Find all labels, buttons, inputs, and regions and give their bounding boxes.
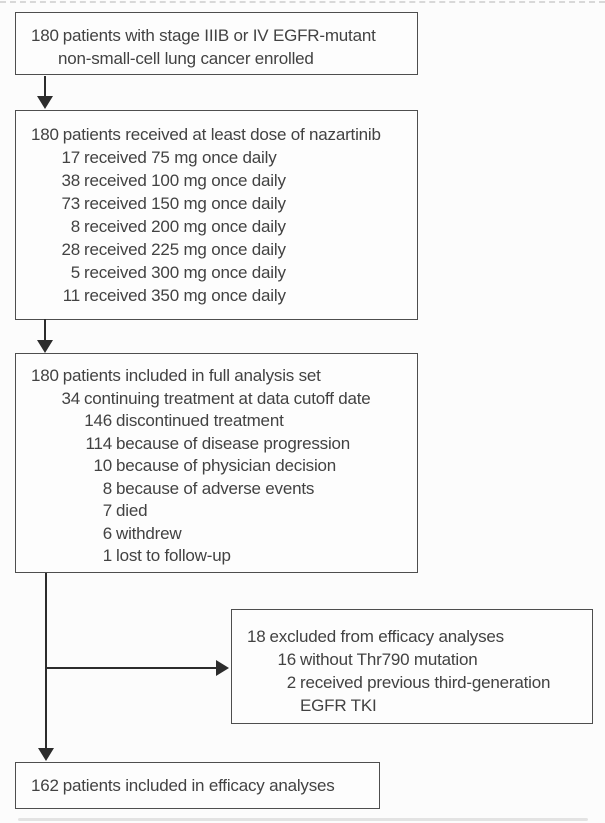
line-text: received previous third-generation [300,673,551,692]
line-text: excluded from efficacy analyses [269,627,505,646]
line-text: patients included in efficacy analyses [62,776,335,795]
count-value: 73 [61,194,80,213]
count-value [247,694,296,717]
line-text: non-small-cell lung cancer enrolled [58,49,314,68]
line-text: because of adverse events [116,478,315,498]
count-value: 162 [31,776,59,795]
count-value: 8 [102,478,112,498]
line-text: EGFR TKI [300,696,377,715]
count-value: 114 [85,433,112,453]
line-text: received 225 mg once daily [84,240,286,259]
count-value: 18 [247,627,266,646]
arrow-analysis-to-efficacy-line [45,573,47,749]
count-value: 10 [93,456,112,475]
arrow-right-icon [216,660,229,676]
line-text: received 300 mg once daily [84,263,286,282]
count-value: 34 [61,388,80,408]
count-value: 146 [84,411,112,430]
arrow-treatment-to-analysis-line [44,319,46,341]
arrow-branch-to-excluded-line [46,667,216,669]
count-value [31,47,54,70]
count-value: 2 [286,673,296,692]
count-value: 7 [102,501,112,520]
count-value: 5 [70,263,80,282]
flow-line: non-small-cell lung cancer enrolled [31,47,409,70]
count-value: 16 [277,650,296,669]
count-value: 1 [102,546,112,565]
count-value: 6 [102,523,112,543]
line-text: patients included in full analysis set [62,366,321,385]
line-text: patients received at least dose of nazar… [62,125,381,144]
line-text: received 150 mg once daily [84,194,286,213]
line-text: discontinued treatment [116,411,284,430]
crop-artifact-bottom [18,818,588,821]
line-text: without Thr790 mutation [300,650,478,669]
line-text: received 200 mg once daily [84,217,286,236]
line-text: died [116,501,148,520]
arrow-down-icon [38,748,54,761]
line-text: patients with stage IIIB or IV EGFR-muta… [62,26,376,45]
line-text: received 75 mg once daily [84,148,277,167]
line-text: received 100 mg once daily [84,171,286,190]
count-value: 180 [31,125,59,144]
arrow-down-icon [37,96,53,109]
arrow-enrolled-to-treatment-line [44,76,46,97]
arrow-down-icon [37,340,53,353]
count-value: 38 [61,171,80,190]
flow-line: EGFR TKI [247,694,584,717]
line-text: because of physician decision [116,456,337,475]
count-value: 8 [70,217,80,236]
line-text: because of disease progression [116,433,351,453]
count-value: 28 [61,240,80,259]
line-text: lost to follow-up [116,546,231,565]
count-value: 180 [31,26,59,45]
count-value: 17 [61,148,80,167]
crop-artifact-top [0,1,605,3]
line-text: continuing treatment at data cutoff date [84,388,371,408]
line-text: received 350 mg once daily [84,286,286,305]
count-value: 180 [31,366,59,385]
count-value: 11 [62,286,80,305]
line-text: withdrew [116,523,182,543]
